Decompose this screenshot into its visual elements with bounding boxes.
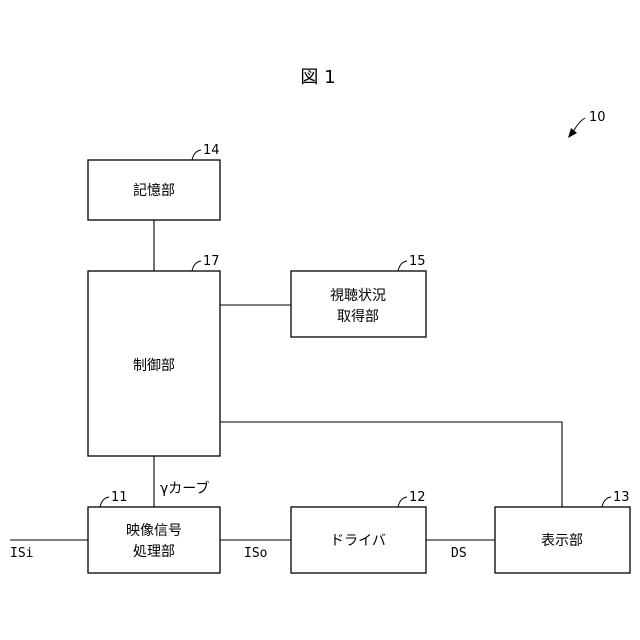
storage-block: 記憶部 14: [88, 143, 220, 220]
driver-label: ドライバ: [330, 533, 386, 549]
display-ref-number: 13: [613, 490, 630, 505]
viewing-status-label-line2: 取得部: [337, 308, 379, 325]
display-ref-leader: [602, 497, 611, 507]
video-processing-ref-leader: [100, 497, 109, 507]
output-signal-label: ISo: [244, 546, 267, 561]
video-processing-label-line2: 処理部: [133, 544, 175, 560]
figure-title: 図 1: [300, 67, 335, 88]
gamma-curve-signal-label: γカーブ: [160, 480, 209, 497]
storage-label: 記憶部: [133, 182, 175, 199]
driver-block: ドライバ 12: [291, 490, 426, 573]
storage-ref-leader: [192, 150, 201, 160]
device-reference: 10: [568, 110, 606, 138]
driver-ref-number: 12: [409, 490, 426, 505]
viewing-status-block: 視聴状況 取得部 15: [291, 254, 426, 337]
driver-ref-leader: [398, 497, 407, 507]
device-reference-number: 10: [589, 110, 606, 125]
control-label: 制御部: [133, 358, 175, 374]
video-processing-ref-number: 11: [111, 490, 128, 505]
input-signal-label: ISi: [10, 546, 33, 561]
video-processing-label-line1: 映像信号: [126, 523, 182, 539]
control-display-wire: [220, 422, 562, 507]
viewing-status-box: [291, 271, 426, 337]
viewing-status-label-line1: 視聴状況: [330, 288, 386, 304]
control-block: 制御部 17: [88, 254, 220, 456]
drive-signal-label: DS: [451, 546, 467, 561]
device-reference-arrowhead: [568, 128, 577, 138]
control-ref-leader: [192, 261, 201, 271]
video-processing-box: [88, 507, 220, 573]
control-ref-number: 17: [203, 254, 220, 269]
viewing-status-ref-number: 15: [409, 254, 426, 269]
display-label: 表示部: [541, 533, 583, 549]
storage-ref-number: 14: [203, 143, 220, 158]
viewing-status-ref-leader: [398, 261, 407, 271]
